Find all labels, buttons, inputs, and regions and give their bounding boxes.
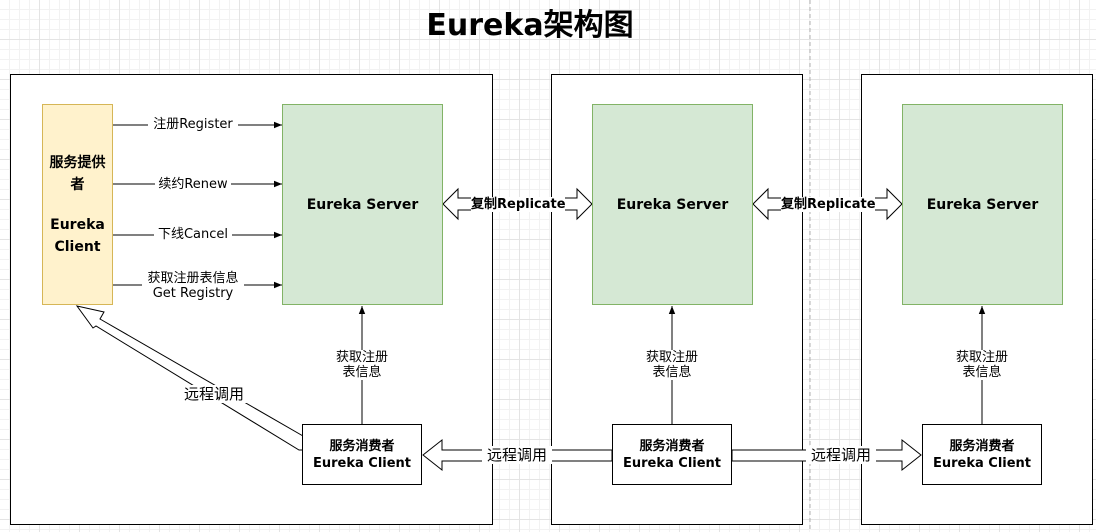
remote-call-label-right: 远程调用	[806, 446, 876, 464]
get-registry-label-line1: 获取注册表信息	[142, 271, 244, 286]
consumer-label-line2: Eureka Client	[932, 455, 1032, 471]
fetch-registry-label-2: 获取注册 表信息	[642, 350, 702, 380]
register-label: 注册Register	[148, 117, 238, 132]
eureka-server-box-2: Eureka Server	[592, 104, 753, 305]
get-registry-label-line2: Get Registry	[147, 286, 239, 301]
service-consumer-box-1: 服务消费者 Eureka Client	[302, 424, 422, 485]
remote-call-label-left: 远程调用	[482, 446, 552, 464]
provider-label-line4: Client	[54, 238, 101, 255]
consumer-label-line1: 服务消费者	[949, 438, 1015, 454]
consumer-label-line2: Eureka Client	[312, 455, 412, 471]
remote-call-arrow-diagonal	[75, 305, 304, 451]
provider-label-line2: 者	[70, 176, 85, 193]
consumer-label-line1: 服务消费者	[639, 438, 705, 454]
fetch-registry-label-3: 获取注册 表信息	[952, 350, 1012, 380]
eureka-server-label: Eureka Server	[926, 196, 1039, 213]
consumer-label-line1: 服务消费者	[329, 438, 395, 454]
renew-label: 续约Renew	[155, 177, 231, 192]
eureka-server-box-3: Eureka Server	[902, 104, 1063, 305]
eureka-server-label: Eureka Server	[306, 196, 419, 213]
provider-label-line3: Eureka	[50, 216, 105, 233]
fetch-registry-label-1: 获取注册 表信息	[332, 350, 392, 380]
service-consumer-box-2: 服务消费者 Eureka Client	[612, 424, 732, 485]
diagram-title: Eureka架构图	[426, 8, 634, 43]
consumer-label-line2: Eureka Client	[622, 455, 722, 471]
provider-label-line1: 服务提供	[49, 154, 106, 171]
service-consumer-box-3: 服务消费者 Eureka Client	[922, 424, 1042, 485]
eureka-server-label: Eureka Server	[616, 196, 729, 213]
remote-call-label-diagonal: 远程调用	[179, 385, 249, 403]
replicate-label-2: 复制Replicate	[781, 197, 876, 212]
service-provider-box: 服务提供 者 Eureka Client	[42, 104, 113, 305]
eureka-server-box-1: Eureka Server	[282, 104, 443, 305]
cancel-label: 下线Cancel	[154, 227, 232, 242]
replicate-label-1: 复制Replicate	[471, 197, 566, 212]
